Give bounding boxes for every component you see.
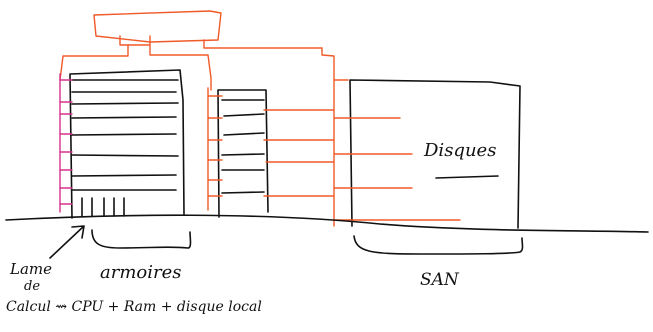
armoire-2	[207, 87, 269, 218]
armoire-2-blade-2	[223, 113, 265, 117]
label-de: de	[24, 279, 41, 294]
armoire-2-blade-6	[221, 191, 265, 194]
armoire-2-blade-4	[221, 153, 265, 156]
label-armoires: armoires	[100, 262, 182, 283]
armoire-2-links	[207, 95, 223, 197]
blade-6	[71, 154, 179, 157]
armoire-2-outline	[217, 89, 269, 218]
label-san: SAN	[420, 270, 459, 290]
blade-3	[71, 102, 179, 105]
san-links	[263, 79, 461, 227]
armoires-brace	[91, 229, 192, 249]
network-switch-top	[93, 10, 349, 81]
blade-4	[71, 116, 177, 119]
san-outline	[349, 79, 521, 229]
armoire-2-to-bus	[263, 109, 335, 197]
blade-connectors	[59, 73, 73, 213]
label-lame: Lame	[10, 260, 53, 278]
armoire-1-outline	[69, 69, 185, 219]
blade-5	[71, 133, 177, 136]
switch-box	[93, 10, 222, 43]
switch-base	[119, 35, 151, 46]
san-brace	[353, 235, 524, 255]
vertical-blades	[81, 197, 125, 217]
disques-underline	[435, 175, 499, 179]
arrow-to-blades	[49, 225, 85, 259]
blade-7	[71, 174, 177, 177]
floor-line	[5, 214, 649, 233]
uplink-armoire-1	[59, 44, 129, 81]
label-disques: Disques	[424, 140, 497, 161]
san-cabinet	[349, 79, 521, 229]
uplinks	[59, 44, 212, 91]
uplink-armoire-2	[149, 44, 212, 91]
label-calcul-description: Calcul ⇝ CPU + Ram + disque local	[6, 299, 262, 315]
armoire-2-blade-3	[223, 132, 265, 136]
armoire-1	[69, 69, 185, 219]
magenta-links	[59, 79, 73, 205]
switch-right-link	[203, 39, 349, 81]
